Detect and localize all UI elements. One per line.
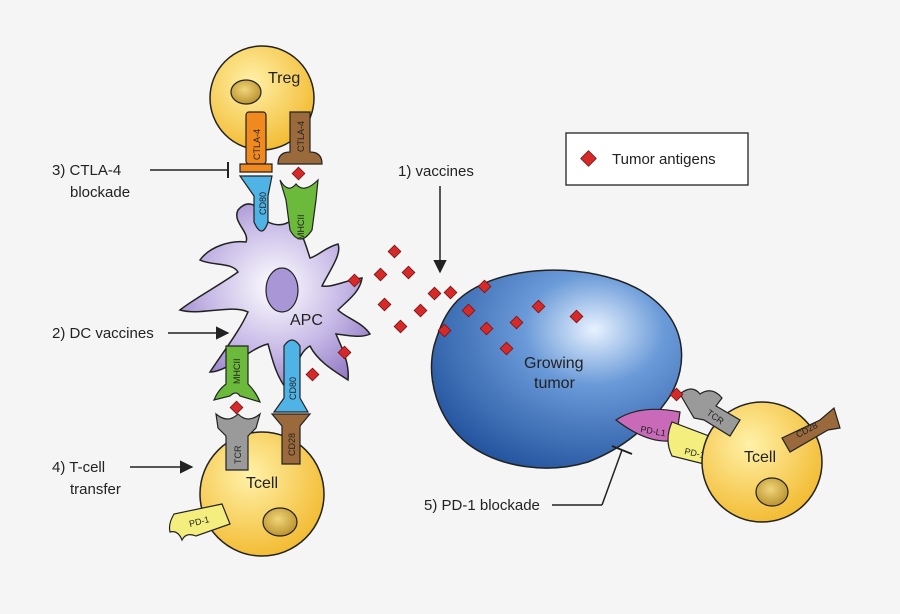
cd80-top-receptor: CD80 [238,175,273,232]
cd28-left-receptor: CD28 [270,413,312,465]
tumor-label-line1: Growing [524,355,584,372]
tumor-label-line2: tumor [534,375,576,392]
svg-text:PD-L1: PD-L1 [640,424,667,438]
step-3-label-line1: 3) CTLA-4 [52,162,121,179]
tcell-right-label: Tcell [744,449,776,466]
antigen-diamond [347,273,362,288]
apc-label: APC [290,312,323,329]
legend-antigen-icon [580,150,597,167]
antigen-diamond [531,299,546,314]
svg-text:CTLA-4: CTLA-4 [296,121,306,152]
antigen-diamond [229,400,244,415]
antigen-diamond [509,315,524,330]
svg-text:CTLA-4: CTLA-4 [252,129,262,160]
legend-box: Tumor antigens [565,132,749,186]
tcell-left-nucleus [262,507,298,537]
mhcii-bottom-receptor: MHCII [213,345,262,403]
antigen-diamond [499,341,514,356]
antigen-diamond [387,244,402,259]
pd1-left-receptor: PD-1 [168,503,231,542]
tcell-left-label: Tcell [246,475,278,492]
tcell-right-nucleus [755,477,789,507]
antigen-diamond [305,367,320,382]
antigen-diamond [291,166,306,181]
antigen-diamond [437,323,452,338]
antigen-diamond [337,345,352,360]
antigen-diamond [413,303,428,318]
legend-label: Tumor antigens [612,151,716,168]
ctla4-orange-receptor: CTLA-4 [239,111,273,173]
svg-text:CD28: CD28 [287,433,297,456]
pd1-block-line-d [601,449,623,506]
mhcii-top-receptor: MHCII [279,178,319,241]
antigen-diamond [461,303,476,318]
pd1-block-bar [611,445,633,455]
tcr-left-receptor: TCR [215,412,262,471]
treg-label: Treg [268,70,300,87]
treg-cell: Treg [209,45,315,151]
step-5-label: 5) PD-1 blockade [424,497,540,514]
antigen-diamond [401,265,416,280]
svg-text:MHCII: MHCII [232,359,242,385]
apc-nucleus [265,267,299,313]
svg-text:PD-1: PD-1 [188,514,210,529]
antigen-diamond [427,286,442,301]
svg-text:CD80: CD80 [258,192,268,215]
svg-text:MHCII: MHCII [296,215,306,241]
antigen-diamond [479,321,494,336]
antigen-diamond [377,297,392,312]
svg-text:CD80: CD80 [288,377,298,400]
svg-text:TCR: TCR [233,445,243,464]
step-3-label-line2: blockade [70,184,130,201]
antigen-diamond [477,279,492,294]
ctla4-brown-receptor: CTLA-4 [277,111,323,165]
step-4-label-line1: 4) T-cell [52,459,105,476]
cd80-bottom-receptor: CD80 [272,339,310,413]
antigen-diamond [669,387,684,402]
cd28-right-receptor: CD28 [781,406,841,453]
antigen-diamond [569,309,584,324]
svg-text:PD-1: PD-1 [684,446,706,460]
step-1-label: 1) vaccines [398,163,474,180]
tcr-right-receptor: TCR [679,388,741,437]
tcell-left: Tcell [199,431,325,557]
step-4-label-line2: transfer [70,481,121,498]
step-2-label: 2) DC vaccines [52,325,154,342]
antigen-diamond [443,285,458,300]
antigen-diamond [393,319,408,334]
antigen-diamond [373,267,388,282]
treg-nucleus [230,79,262,105]
antigen-cluster [305,244,684,402]
